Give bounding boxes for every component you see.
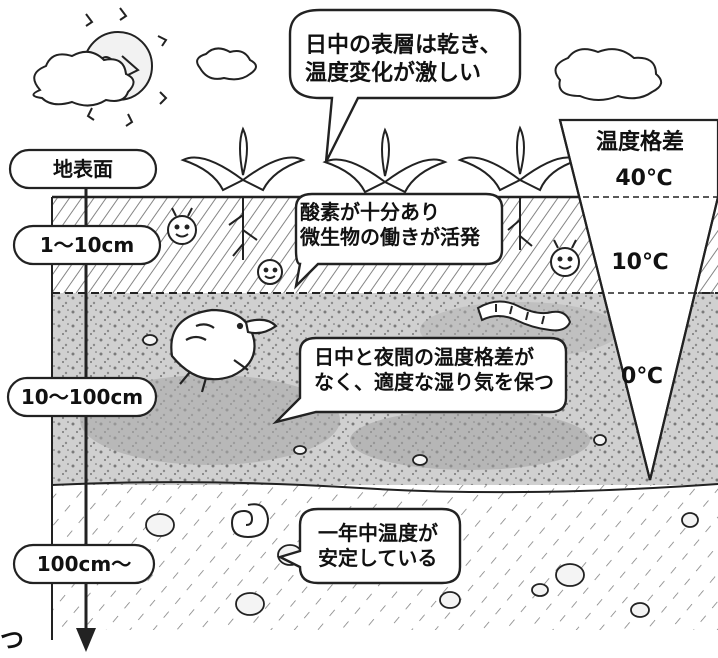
cloud-icon: [32, 47, 663, 107]
mole-icon: [170, 308, 278, 393]
depth-pills: [6, 148, 162, 585]
temperature-middle: 0℃: [621, 364, 663, 389]
callout-middle-line1: 日中と夜間の温度格差が: [314, 345, 534, 369]
callout-shallow-line1: 酸素が十分あり: [300, 200, 440, 224]
callout-middle-line2: なく、適度な湿り気を保つ: [314, 370, 554, 394]
temperature-scale: [558, 118, 718, 481]
speech-bubbles: [272, 8, 568, 585]
depth-label-deep: 100cm～: [36, 552, 132, 576]
callout-surface-line2: 温度変化が激しい: [305, 60, 482, 86]
callout-deep-line2: 安定している: [318, 546, 438, 570]
callout-deep-line1: 一年中温度が: [318, 521, 438, 545]
microbe-icon: [167, 207, 580, 285]
earthworm-icon: [476, 300, 572, 332]
snail-shell-icon: [230, 503, 270, 539]
callout-surface: 日中の表層は乾き、 温度変化が激しい: [305, 32, 501, 87]
temperature-shallow: 10℃: [611, 250, 669, 275]
plant-icon: [180, 125, 581, 260]
callout-shallow-line2: 微生物の働きが活発: [300, 225, 480, 249]
depth-label-surface: 地表面: [53, 157, 113, 181]
callout-middle: 日中と夜間の温度格差が なく、適度な湿り気を保つ: [314, 345, 554, 395]
temperature-surface: 40℃: [615, 166, 673, 191]
callout-deep: 一年中温度が 安定している: [318, 521, 438, 571]
depth-label-shallow: 1～10cm: [39, 233, 135, 257]
callout-shallow: 酸素が十分あり 微生物の働きが活発: [300, 200, 480, 250]
temperature-heading: 温度格差: [595, 130, 684, 155]
callout-surface-line1: 日中の表層は乾き、: [305, 33, 502, 58]
page-tail-character: つ: [0, 626, 24, 654]
depth-label-middle: 10～100cm: [20, 385, 144, 409]
